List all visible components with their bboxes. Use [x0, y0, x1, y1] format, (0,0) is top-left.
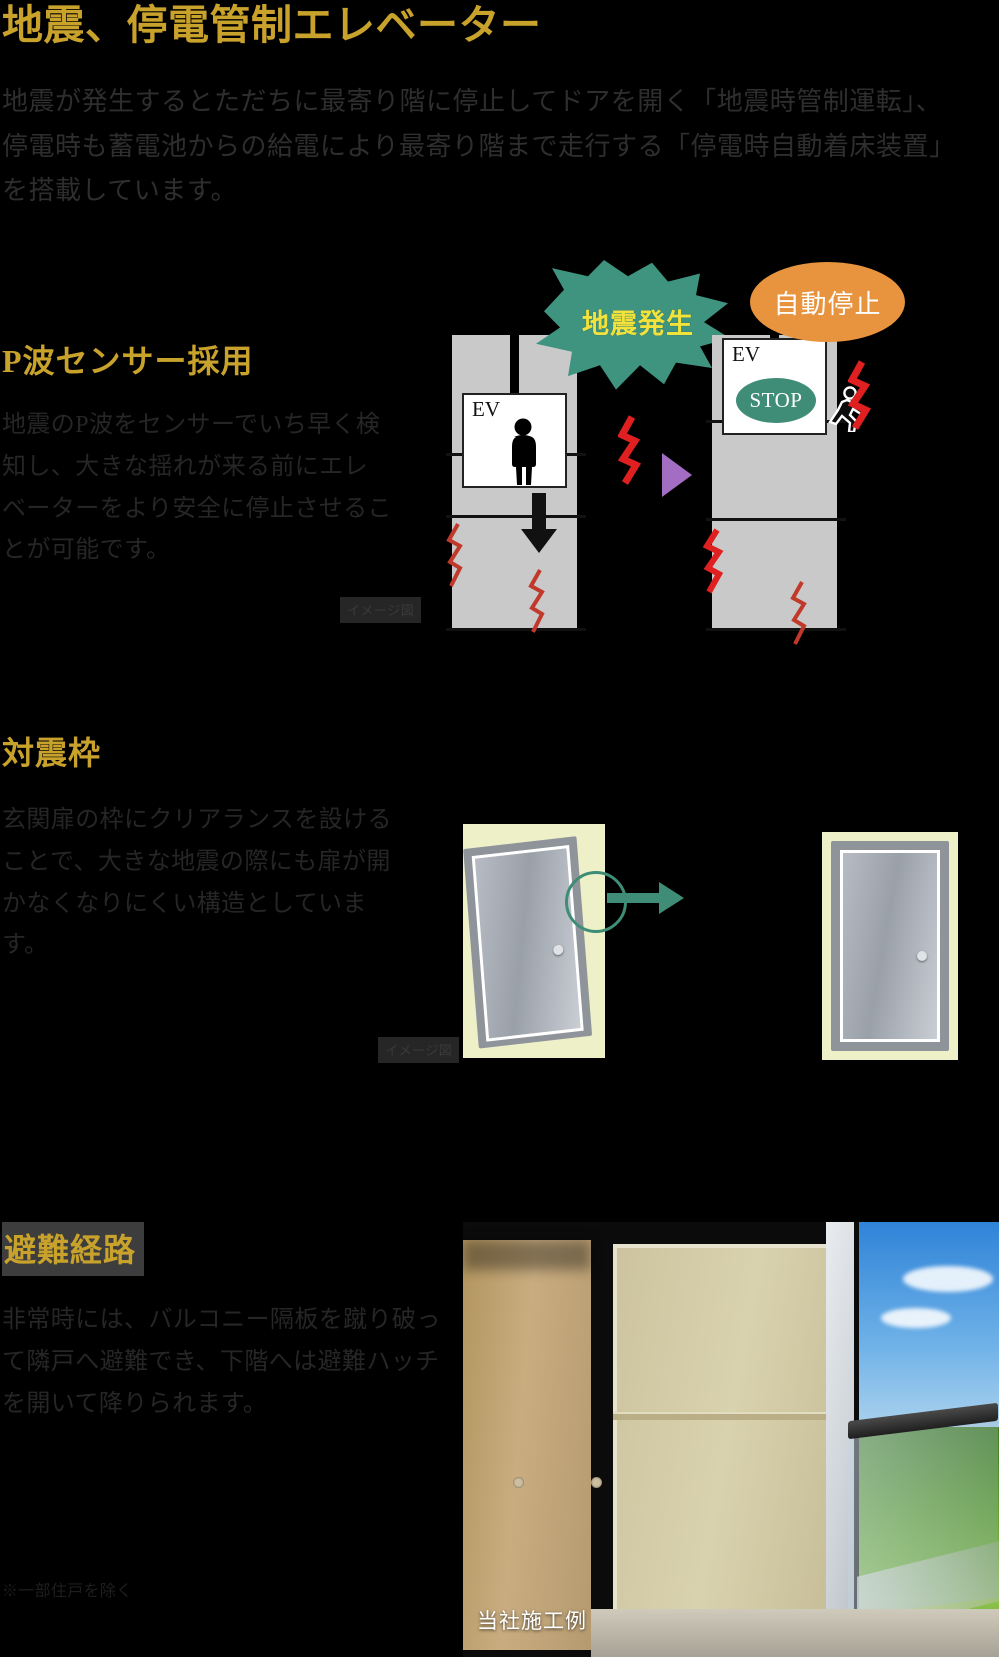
auto-stop-label: 自動停止 [773, 289, 882, 319]
shock-zigzag-icon [703, 528, 724, 594]
shock-zigzag-icon [790, 581, 807, 645]
elevator-car-label-left: EV [472, 397, 500, 421]
floor-slab-base-right [706, 628, 846, 631]
door-knob-icon [917, 951, 927, 961]
earthquake-burst-label: 地震発生 [582, 309, 694, 339]
shock-zigzag-icon [848, 360, 872, 430]
floor-slab-bottom-left [446, 515, 586, 518]
door-panel-deformed [471, 845, 584, 1042]
deformed-door-illustration [463, 824, 605, 1058]
car-descending-arrow [521, 493, 557, 553]
shock-zigzag-icon [528, 569, 545, 633]
page-title: 地震、停電管制エレベーター [2, 2, 542, 48]
balcony-partition-board [613, 1244, 832, 1653]
stop-indicator-label: STOP [749, 388, 803, 412]
photo-balcony-floor [591, 1609, 999, 1657]
photo-balcony-glass [848, 1417, 998, 1617]
shaft-wall-lower-right [712, 423, 837, 630]
photo-cloud [903, 1266, 993, 1292]
balcony-construction-photo: 当社施工例 [463, 1222, 999, 1657]
floor-slab-base-left [446, 628, 586, 631]
photo-wall-shadow [463, 1240, 591, 1270]
shock-zigzag-icon [618, 415, 642, 485]
evacuation-route-note: ※一部住戸を除く [2, 1583, 133, 1600]
elevator-car-right: EV STOP [722, 338, 827, 435]
auto-stop-bubble: 自動停止 [750, 262, 905, 342]
passenger-icon [512, 418, 536, 485]
photo-cloud [881, 1308, 951, 1328]
deformed-door-group [463, 835, 599, 1058]
normal-door-illustration [822, 832, 958, 1060]
door-open-arrow-icon [662, 453, 692, 497]
figure-caption-p-wave: イメージ図 [340, 597, 422, 623]
partition-fixing-screw [513, 1477, 524, 1488]
figure-caption-quake-frame: イメージ図 [378, 1037, 460, 1063]
shock-zigzag-icon [446, 523, 463, 587]
section-heading-evacuation-route: 避難経路 [2, 1222, 145, 1276]
shaft-cable-left [510, 335, 519, 397]
photo-interior-wall [463, 1240, 591, 1650]
shaft-wall-lower-left [452, 518, 577, 630]
section-heading-quake-frame: 対震枠 [2, 735, 102, 771]
section-body-evacuation-route: 非常時には、バルコニー隔板を蹴り破って隣戸へ避難でき、下階へは避難ハッチを開いて… [2, 1307, 441, 1417]
partition-fixing-screw [591, 1477, 602, 1488]
floor-slab-bottom-right [706, 518, 846, 521]
normal-door-group [831, 841, 949, 1051]
section-heading-p-wave-sensor: P波センサー採用 [2, 343, 254, 379]
intro-paragraph: 地震が発生するとただちに最寄り階に停止してドアを開く「地震時管制運転」、停電時も… [2, 87, 943, 206]
door-panel-normal [840, 850, 940, 1042]
elevator-car-label-right: EV [732, 342, 760, 366]
section-body-p-wave-sensor: 地震のP波をセンサーでいち早く検知し、大きな揺れが来る前にエレベーターをより安全… [2, 412, 392, 564]
stop-indicator: STOP [736, 378, 816, 423]
partition-board-split [613, 1412, 828, 1420]
photo-caption: 当社施工例 [477, 1609, 587, 1633]
clearance-direction-arrow [607, 882, 684, 914]
section-body-quake-frame: 玄関扉の枠にクリアランスを設けることで、大きな地震の際にも扉が開かなくなりにくい… [2, 807, 392, 959]
elevator-car-left: EV [462, 393, 567, 488]
elevator-control-diagram: EV 地震発生 [440, 250, 995, 645]
